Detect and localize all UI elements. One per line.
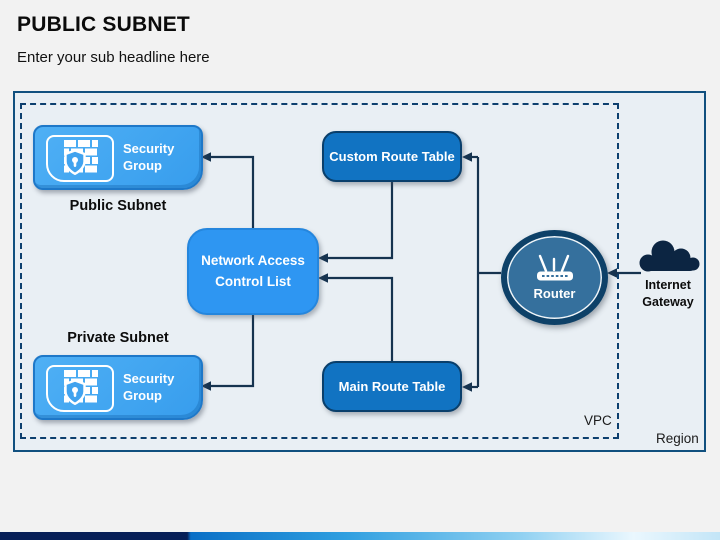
security-group-label: Security Group xyxy=(123,140,175,173)
vpc-label: VPC xyxy=(584,413,612,428)
private-security-group-node: Security Group xyxy=(33,355,203,420)
arrowhead xyxy=(318,253,328,263)
cloud-icon xyxy=(639,240,700,272)
page-subtitle: Enter your sub headline here xyxy=(17,49,210,66)
main-route-table-node: Main Route Table xyxy=(322,361,462,412)
custom-route-table-node: Custom Route Table xyxy=(322,131,462,182)
firewall-shield-icon xyxy=(46,365,114,412)
internet-gateway-label: Internet Gateway xyxy=(642,278,694,309)
arrowhead xyxy=(607,268,617,278)
arrowhead xyxy=(201,152,211,162)
router-icon xyxy=(536,254,573,281)
bottom-accent-bar xyxy=(0,532,720,540)
public-security-group-node: Security Group xyxy=(33,125,203,190)
arrowhead xyxy=(462,382,472,392)
arrowhead xyxy=(462,152,472,162)
router-node: Router xyxy=(501,230,608,325)
page-title: PUBLIC SUBNET xyxy=(17,13,190,36)
router-label: Router xyxy=(533,286,576,301)
firewall-shield-icon xyxy=(46,135,114,182)
public-subnet-caption: Public Subnet xyxy=(69,198,167,214)
region-label: Region xyxy=(656,431,699,446)
arrowhead xyxy=(201,381,211,391)
private-subnet-caption: Private Subnet xyxy=(67,330,169,346)
network-acl-node: Network Access Control List xyxy=(187,228,319,315)
arrowhead xyxy=(318,273,328,283)
vpc-boundary xyxy=(20,103,619,439)
security-group-label: Security Group xyxy=(123,370,175,403)
